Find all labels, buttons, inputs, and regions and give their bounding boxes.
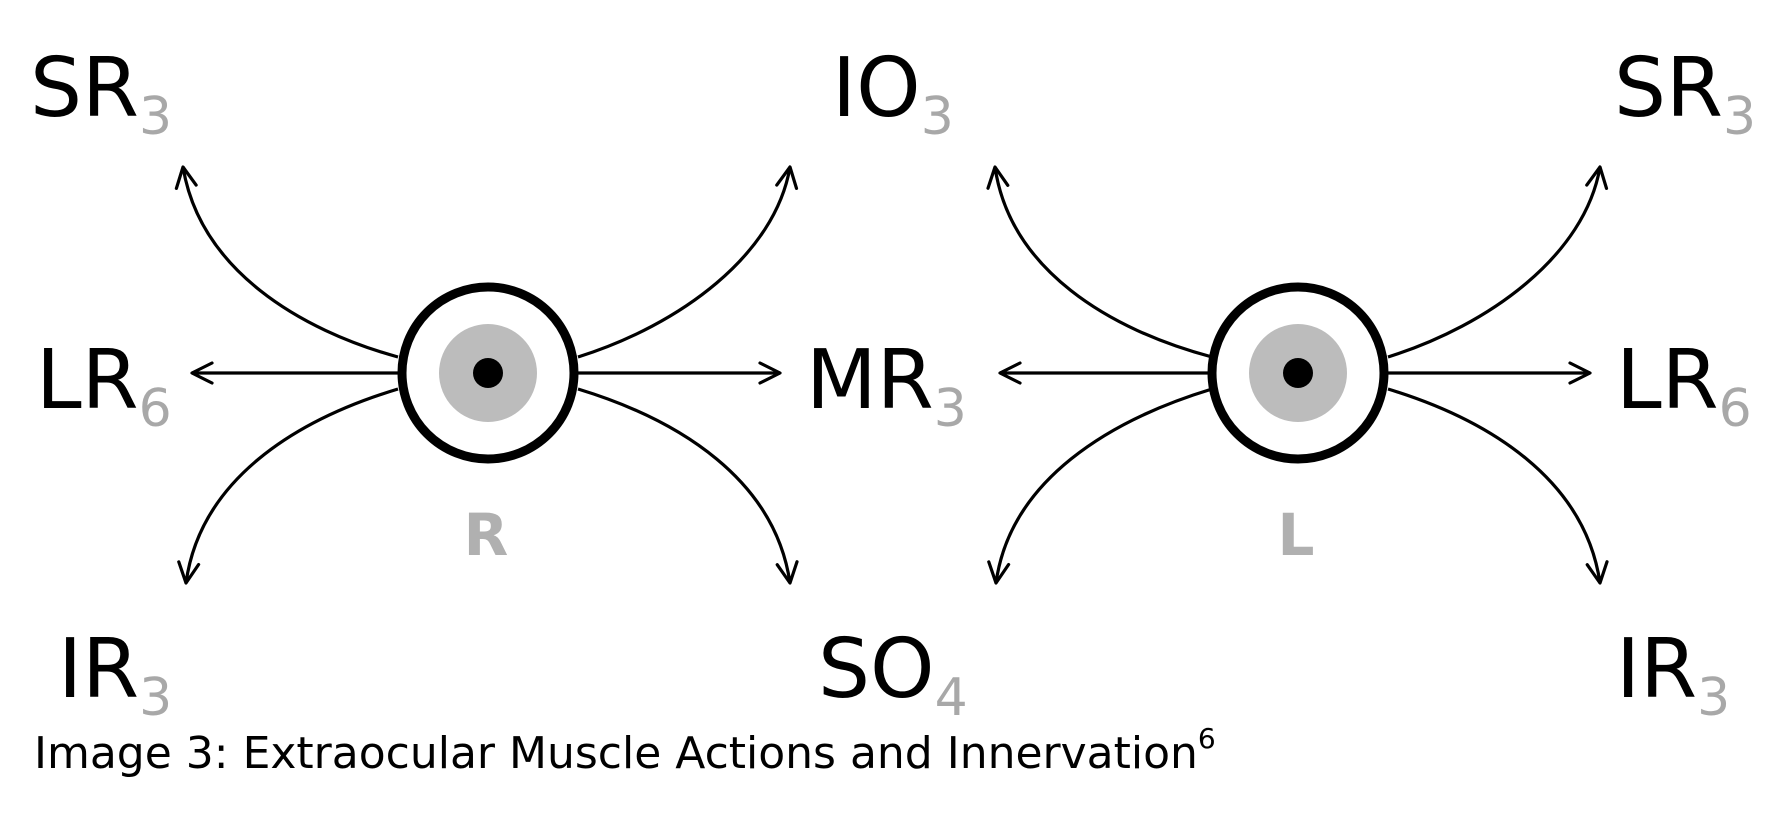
- arrow-down-left: [177, 387, 399, 585]
- figure-caption: Image 3: Extraocular Muscle Actions and …: [34, 722, 1216, 779]
- left-eye-letter: L: [1278, 501, 1315, 569]
- label-left-ir: IR3: [1616, 622, 1730, 728]
- right-eye-arrows: [174, 165, 799, 585]
- nerve-number: 3: [934, 379, 967, 439]
- nerve-number: 6: [1719, 379, 1752, 439]
- caption-reference: 6: [1197, 722, 1216, 755]
- label-left-sr: SR3: [1614, 41, 1756, 147]
- label-left-lr: LR6: [1616, 333, 1752, 439]
- label-right-ir: IR3: [58, 622, 172, 728]
- label-right-so: SO4: [818, 622, 968, 728]
- right-eye-pupil: [473, 358, 503, 388]
- arrow-up-right: [1387, 165, 1609, 359]
- label-right-io: IO3: [832, 41, 954, 147]
- nerve-number: 3: [1697, 668, 1730, 728]
- muscle-name: IO: [832, 41, 921, 136]
- muscle-name: LR: [1616, 333, 1719, 428]
- arrow-down-left: [987, 387, 1213, 585]
- muscle-name: IR: [1616, 622, 1697, 717]
- muscle-name: IR: [58, 622, 139, 717]
- muscle-name: SR: [30, 41, 139, 136]
- label-right-sr: SR3: [30, 41, 172, 147]
- arrow-up-left: [986, 165, 1213, 359]
- muscle-name: SR: [1614, 41, 1723, 136]
- arrow-up-left: [174, 165, 399, 359]
- arrow-up-right: [577, 165, 799, 359]
- nerve-number: 3: [1723, 87, 1756, 147]
- nerve-number: 3: [921, 87, 954, 147]
- label-right-lr: LR6: [36, 333, 172, 439]
- right-eye-letter: R: [464, 501, 509, 569]
- left-eye-globe: [1207, 282, 1389, 464]
- nerve-number: 4: [935, 668, 968, 728]
- nerve-number: 3: [139, 87, 172, 147]
- nerve-number: 6: [139, 379, 172, 439]
- left-eye-arrows: [986, 165, 1609, 585]
- muscle-name: LR: [36, 333, 139, 428]
- muscle-name: MR: [806, 333, 934, 428]
- right-eye-labels: SR3 IO3 LR6 MR3 IR3 SO4: [30, 41, 968, 728]
- right-eye-globe: [397, 282, 579, 464]
- nerve-number: 3: [139, 668, 172, 728]
- muscle-name: SO: [818, 622, 935, 717]
- arrow-down-right: [577, 387, 799, 585]
- label-right-mr: MR3: [806, 333, 967, 439]
- left-eye-labels: SR3 LR6 IR3: [1614, 41, 1756, 728]
- arrow-down-right: [1387, 387, 1609, 585]
- caption-text: Image 3: Extraocular Muscle Actions and …: [34, 728, 1198, 779]
- left-eye-pupil: [1283, 358, 1313, 388]
